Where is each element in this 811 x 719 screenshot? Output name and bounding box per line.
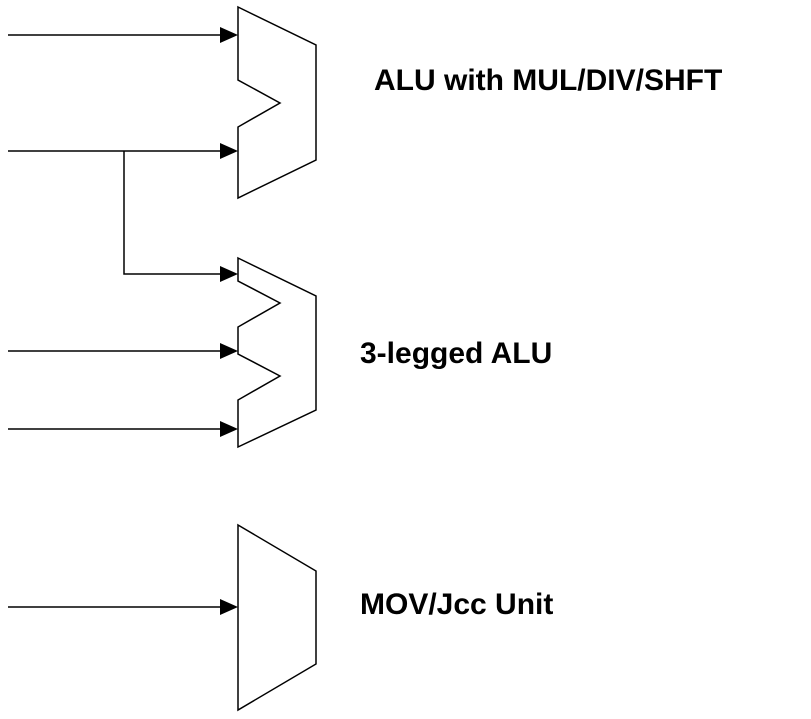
three-legged-alu-input-2-arrowhead bbox=[220, 343, 238, 359]
three-legged-alu-label: 3-legged ALU bbox=[360, 337, 552, 370]
alu-mul-div-shft-input-2-arrowhead bbox=[220, 143, 238, 159]
three-legged-alu-input-1-arrowhead bbox=[220, 266, 238, 282]
three-legged-alu-shape bbox=[237, 256, 317, 449]
alu-mul-div-shft-unit: ALU with MUL/DIV/SHFT bbox=[8, 5, 722, 200]
three-legged-alu-input-3-arrowhead bbox=[220, 421, 238, 437]
mov-jcc-unit-input-arrowhead bbox=[220, 599, 238, 615]
alu-mul-div-shft-label: ALU with MUL/DIV/SHFT bbox=[374, 64, 722, 97]
three-legged-alu-unit: 3-legged ALU bbox=[8, 256, 552, 449]
alu-mul-div-shft-input-1-arrowhead bbox=[220, 27, 238, 43]
alu-mul-div-shft-shape bbox=[237, 5, 317, 200]
mov-jcc-unit-shape bbox=[237, 523, 317, 712]
mov-jcc-unit-label: MOV/Jcc Unit bbox=[360, 588, 553, 621]
shared-operand-branch-wire bbox=[123, 151, 222, 275]
mov-jcc-unit: MOV/Jcc Unit bbox=[8, 523, 553, 712]
